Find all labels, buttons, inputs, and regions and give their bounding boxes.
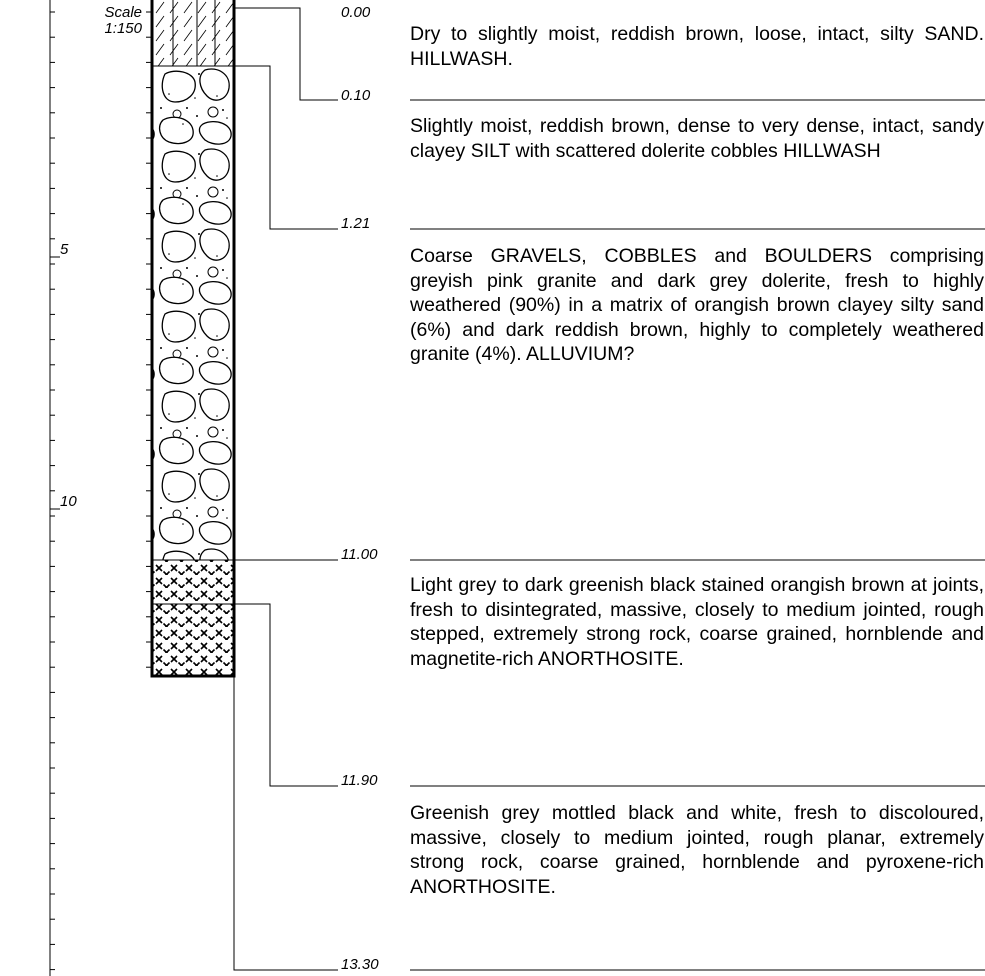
- scale-ratio: 1:150: [104, 20, 142, 37]
- boundary-depth-label: 13.30: [341, 956, 379, 973]
- layer-fill-cobbles: [152, 66, 234, 560]
- description-separators: [410, 99, 985, 971]
- boundary-depth-label: 11.90: [341, 772, 378, 789]
- depth-axis-label-10: 10: [60, 493, 77, 510]
- depth-axis-label-5: 5: [60, 241, 69, 258]
- layer-description-sandy-clayey-silt: Slightly moist, reddish brown, dense to …: [410, 115, 984, 162]
- layer-description-alluvium: Coarse GRAVELS, COBBLES and BOULDERS com…: [410, 245, 984, 365]
- depth-axis-ticks: [50, 11, 152, 971]
- layer-description-anorthosite-lower: Greenish grey mottled black and white, f…: [410, 802, 984, 898]
- boundary-depth-label: 0.00: [341, 4, 371, 21]
- boundary-depth-label: 0.10: [341, 87, 371, 104]
- boundary-leader-lines: [233, 7, 338, 971]
- scale-label: Scale: [104, 4, 142, 21]
- boundary-depth-label: 1.21: [341, 215, 371, 232]
- borehole-column-outline: [150, 0, 236, 678]
- layer-fill-anorthosite: [152, 560, 234, 676]
- layer-fill-silty-sand: [152, 0, 234, 66]
- layer-description-anorthosite-upper: Light grey to dark greenish black staine…: [410, 574, 984, 670]
- boundary-depth-label: 11.00: [341, 546, 378, 563]
- layer-description-silty-sand: Dry to slightly moist, reddish brown, lo…: [410, 23, 984, 70]
